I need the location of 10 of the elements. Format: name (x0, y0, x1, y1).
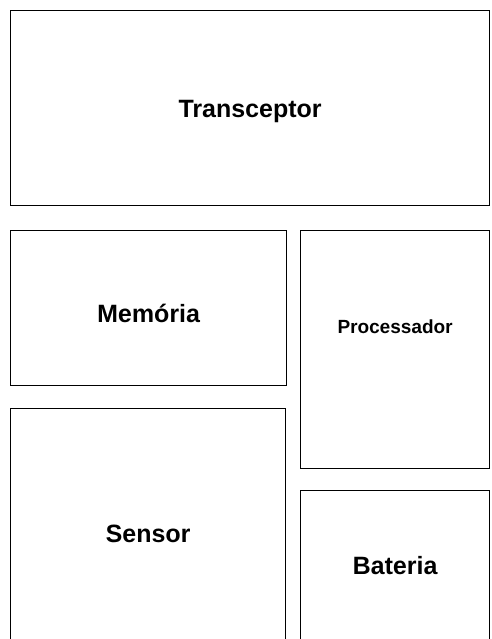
component-box (300, 230, 490, 469)
box-label: Transceptor (178, 94, 322, 124)
box-label: Bateria (352, 551, 438, 581)
box-label: Memória (97, 299, 200, 329)
component-box (10, 230, 287, 386)
component-box (10, 10, 490, 206)
component-box (10, 408, 286, 639)
component-box (300, 490, 490, 639)
box-label: Processador (337, 317, 453, 340)
box-label: Sensor (106, 519, 190, 549)
